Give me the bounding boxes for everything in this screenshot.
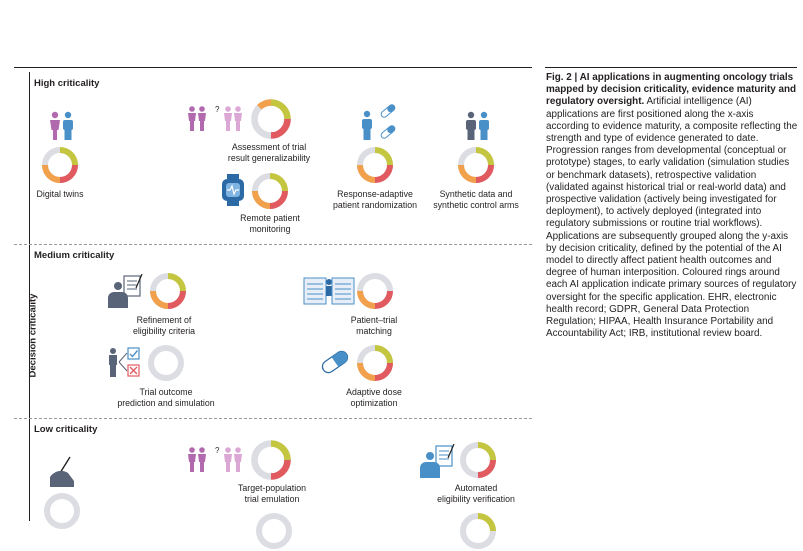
label-digital-twins: Digital twins [36,189,84,199]
label-outcome-line1: Trial outcome [139,387,193,397]
clinician-checklist-icon [108,274,143,308]
oversight-ring [251,99,291,139]
oversight-ring [251,440,291,480]
figure-top-rule [14,67,532,68]
svg-text:?: ? [215,105,220,114]
section-divider-1 [14,244,532,245]
caption-lead: Fig. 2 | AI applications in augmenting o… [546,72,797,108]
label-generalizability-line2: result generalizability [227,153,311,163]
label-eligibility-line1: Refinement of [136,315,192,325]
oversight-ring [357,147,393,183]
people-pair-icon [50,111,73,140]
label-eligibility-line2: eligibility criteria [132,326,196,336]
label-outcome-line2: prediction and simulation [117,398,215,408]
label-generalizability-line1: Assessment of trial [231,142,307,152]
oversight-ring [357,345,393,381]
label-emulation-line1: Target-population [238,483,306,493]
label-response-line1: Response-adaptive [337,189,413,199]
oversight-ring [44,493,80,529]
records-matching-icon [303,277,355,305]
oversight-ring [460,442,496,478]
hand-writing-icon [50,456,74,487]
person-pills-icon [362,104,396,140]
caption-body: Artificial intelligence (AI) application… [546,96,798,340]
svg-text:?: ? [215,446,220,455]
section-medium-heading: Medium criticality [34,250,115,261]
oversight-ring [252,173,288,209]
section-divider-2 [14,418,532,419]
oversight-ring [458,147,494,183]
label-remote-line1: Remote patient [240,213,300,223]
figure-caption: Fig. 2 | AI applications in augmenting o… [546,72,798,340]
oversight-ring [357,273,393,309]
wearable-watch-icon [222,174,244,206]
clinician-checklist-icon [420,444,455,478]
label-matching-line2: matching [356,326,392,336]
capsule-icon [321,350,349,374]
label-dose-line1: Adaptive dose [346,387,402,397]
label-emulation-line2: trial emulation [244,494,300,504]
label-verification-line2: eligibility verification [437,494,515,504]
label-response-line2: patient randomization [332,200,418,210]
oversight-ring [150,273,186,309]
label-remote-line2: monitoring [249,224,291,234]
population-comparison-icon: ? [188,446,242,472]
y-axis-title: Decision criticality [27,293,39,378]
label-verification-line1: Automated [454,483,498,493]
section-low-heading: Low criticality [34,424,98,435]
oversight-ring [256,513,292,549]
person-decision-icon [109,347,140,377]
label-matching-line1: Patient–trial [350,315,398,325]
label-synthetic-line1: Synthetic data and [439,189,513,199]
population-comparison-icon: ? [188,105,242,131]
oversight-ring [42,147,78,183]
label-dose-line2: optimization [350,398,398,408]
synthetic-people-icon [466,111,489,140]
oversight-ring [148,345,184,381]
caption-top-rule [545,67,797,68]
label-synthetic-line2: synthetic control arms [433,200,519,210]
y-axis-line [29,72,30,521]
section-high-heading: High criticality [34,78,100,89]
oversight-ring [460,513,496,549]
